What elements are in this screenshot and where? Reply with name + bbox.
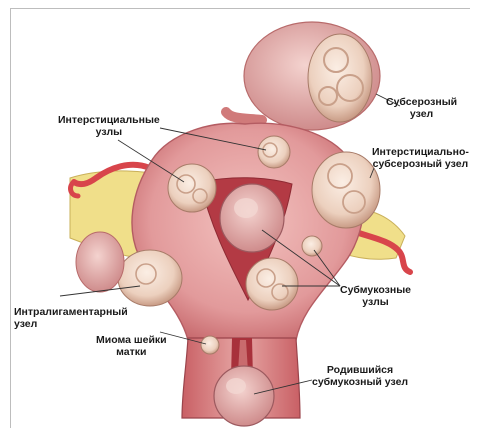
cervical-myoma (201, 336, 219, 354)
label-intraligamentary-node: Интралигаментарный узел (14, 306, 128, 330)
label-submucous-nodes: Субмукозные узлы (340, 284, 411, 308)
label-born-submucous-node: Родившийся субмукозный узел (312, 364, 408, 388)
label-interstitial-subserous-node: Интерстициально- субсерозный узел (372, 146, 469, 170)
submucous-node-central (220, 184, 284, 252)
intraligamentary-node (118, 250, 182, 306)
subserous-node (226, 22, 380, 130)
label-subserous-line1: Субсерозный (386, 96, 457, 108)
label-interstitial-line1: Интерстициальные (58, 114, 160, 126)
label-born-submucous-line1: Родившийся (312, 364, 408, 376)
label-subserous-node: Субсерозный узел (386, 96, 457, 120)
submucous-node-right (246, 258, 298, 310)
submucous-node-small (302, 236, 322, 256)
label-interstitial-subserous-line1: Интерстициально- (372, 146, 469, 158)
label-interstitial-nodes: Интерстициальные узлы (58, 114, 160, 138)
label-intraligamentary-line2: узел (14, 318, 128, 330)
label-subserous-line2: узел (386, 108, 457, 120)
label-cervical-line1: Миома шейки (96, 334, 167, 346)
label-interstitial-subserous-line2: субсерозный узел (372, 158, 469, 170)
label-cervical-line2: матки (96, 346, 167, 358)
interstitial-node-left (168, 164, 216, 212)
left-adnexa (76, 232, 124, 292)
interstitial-subserous-node (312, 152, 380, 228)
interstitial-node-upper (258, 136, 290, 168)
label-interstitial-line2: узлы (58, 126, 160, 138)
label-submucous-line1: Субмукозные (340, 284, 411, 296)
label-intraligamentary-line1: Интралигаментарный (14, 306, 128, 318)
label-cervical-myoma: Миома шейки матки (96, 334, 167, 358)
label-submucous-line2: узлы (340, 296, 411, 308)
label-born-submucous-line2: субмукозный узел (312, 376, 408, 388)
